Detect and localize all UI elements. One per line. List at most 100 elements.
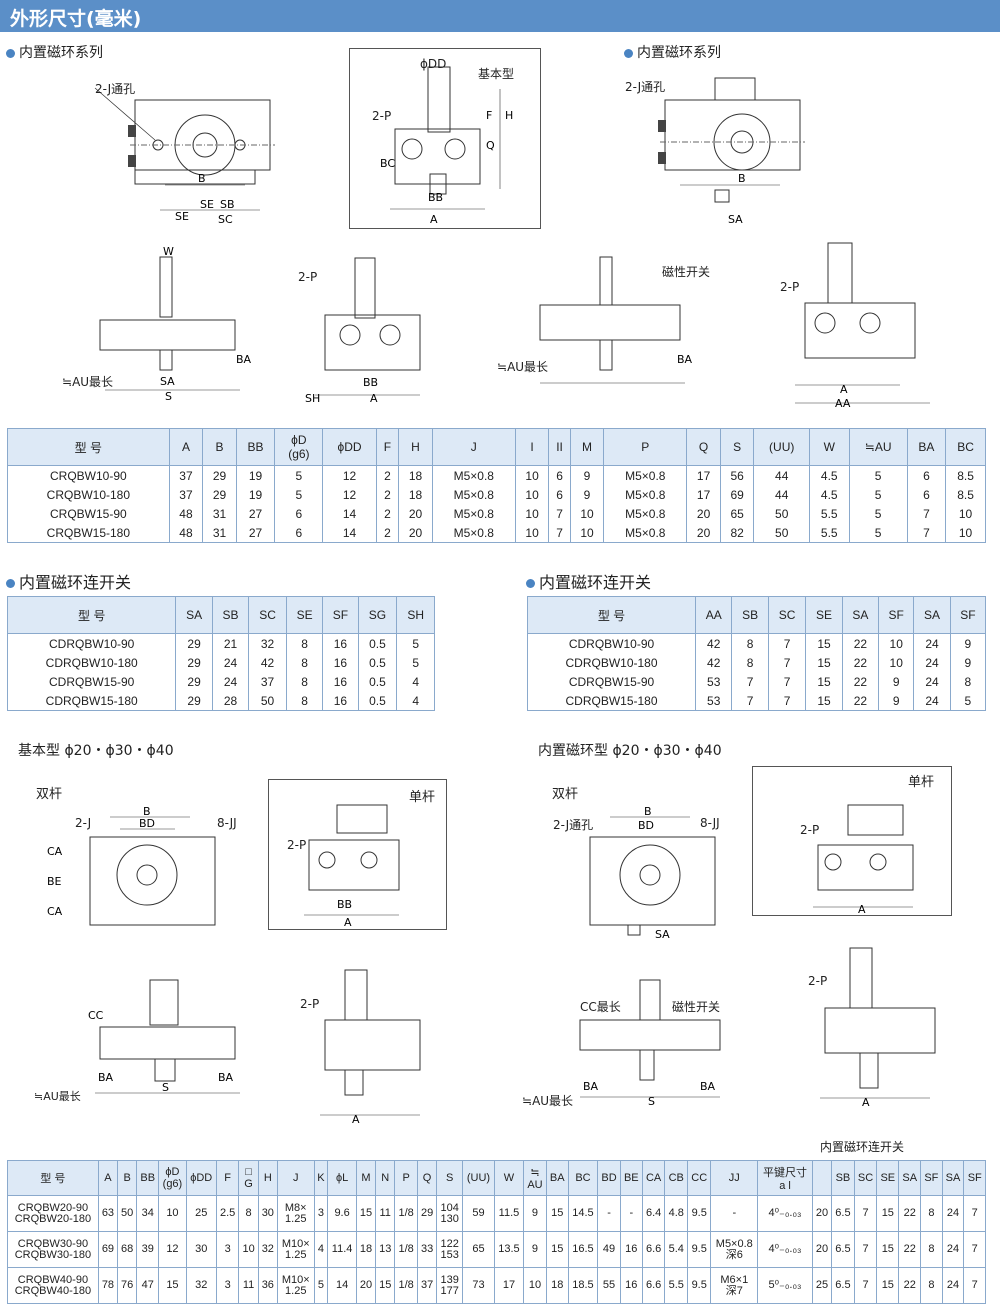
table-cell: 33	[416, 1231, 438, 1268]
table-cell: 11.4	[327, 1231, 357, 1268]
table-header-cell: (UU)	[753, 428, 810, 466]
table-cell: 11	[238, 1267, 259, 1304]
drawing-top-view: B SE SE SB SC	[94, 87, 275, 226]
table-cell: 7	[767, 653, 807, 672]
table-header-cell: II	[548, 428, 571, 466]
drawing-single-side: A BB	[304, 804, 400, 929]
drawing-mag-top: B BD SA	[589, 805, 716, 940]
table-cell: 18	[398, 485, 433, 504]
table-cell: 17	[686, 465, 721, 485]
jj-label: 8-JJ	[700, 816, 720, 830]
table-header-cell: (UU)	[462, 1160, 495, 1196]
table-header-cell: SG	[357, 596, 398, 634]
table-cell: M5×0.8	[431, 523, 516, 543]
dim-b: B	[738, 172, 746, 185]
table-cell: 7	[963, 1231, 986, 1268]
table-cell: 24	[211, 653, 250, 672]
table-cell: 8	[285, 672, 324, 691]
bullet-icon	[6, 579, 15, 588]
table-cell: 9	[878, 691, 915, 711]
table-cell: 3	[215, 1231, 240, 1268]
table-header-cell: SB	[211, 596, 250, 634]
table-cell: 15	[805, 653, 843, 672]
table-header-cell: SC	[767, 596, 807, 634]
table-cell: 2	[375, 465, 400, 485]
table-cell: 12	[158, 1231, 187, 1268]
dim-bc: BC	[380, 157, 395, 170]
hole-label: 2-J通孔	[625, 80, 666, 94]
table-cell: 24	[913, 691, 951, 711]
table-cell: 24	[913, 633, 951, 653]
table-header-cell: P	[603, 428, 688, 466]
table-cell: 4	[396, 672, 435, 691]
table-header-cell: S	[719, 428, 755, 466]
table-cell: 4.8	[664, 1195, 689, 1232]
table-cell: 9.6	[327, 1195, 357, 1232]
double-rod-label: 双杆	[552, 787, 579, 802]
table-cell: 10	[523, 1267, 547, 1304]
table-cell: 10	[514, 504, 550, 523]
drawing-side-switch: A SH BB	[305, 257, 421, 405]
au-label: ≒AU最长	[522, 1094, 574, 1108]
table-cell: 20	[811, 1231, 833, 1268]
table-cell: 69	[97, 1231, 119, 1268]
dim-ca: CA	[47, 905, 63, 918]
dim-be: BE	[47, 875, 62, 888]
table-header-cell: SF	[920, 1160, 943, 1196]
table-cell: 16	[619, 1231, 643, 1268]
table-cell: M5×0.8	[431, 504, 516, 523]
drawing-basic-side: A BB F Q H BC	[380, 66, 513, 226]
table-cell: 42	[248, 653, 287, 672]
drawing-mag-front: S BA BA	[579, 979, 721, 1108]
table-cell: 29	[202, 485, 237, 504]
table-header-cell: A	[168, 428, 204, 466]
table-cell: 18	[355, 1231, 377, 1268]
table-cell: 68	[117, 1231, 138, 1268]
table-cell: 19	[235, 485, 276, 504]
bullet-icon	[624, 48, 633, 58]
table-cell: 18.5	[567, 1267, 599, 1304]
table-header-cell: CA	[641, 1160, 666, 1196]
table-cell: 20	[686, 523, 721, 543]
table-cell: 5	[848, 504, 908, 523]
table-cell: 7	[853, 1231, 878, 1268]
table-cell: M10×1.25	[276, 1231, 315, 1268]
table-cell: 24	[941, 1267, 965, 1304]
dim-bb: BB	[428, 191, 443, 204]
table-cell: 12	[322, 465, 377, 485]
dim-cc: CC	[88, 1009, 104, 1022]
table-cell: 16	[619, 1267, 643, 1304]
table-cell: 10	[514, 485, 550, 504]
table-header-cell: SC	[853, 1160, 878, 1196]
table-cell: 0.5	[357, 633, 398, 653]
table-cell: 15	[876, 1195, 900, 1232]
table-cell: 36	[257, 1267, 278, 1304]
dim-sc: SC	[218, 213, 233, 226]
drawing-top-view-mag: B SA	[658, 77, 805, 226]
table-cell: 76	[117, 1267, 138, 1304]
table-cell: 55	[597, 1267, 621, 1304]
table-cell: 13	[375, 1231, 396, 1268]
dim-a: A	[344, 916, 352, 929]
table-cell: 18	[545, 1267, 569, 1304]
dim-sa: SA	[655, 928, 670, 940]
dim-bb: BB	[337, 898, 352, 911]
table-cell: 7	[767, 691, 807, 711]
table-cell: 8	[949, 672, 987, 691]
table-cell: 18	[398, 465, 433, 485]
table-cell: 14	[327, 1267, 357, 1304]
table-cell: 1/8	[394, 1267, 418, 1304]
table-cell: 73	[462, 1267, 495, 1304]
table-cell: 10	[569, 504, 605, 523]
dim-a: A	[862, 1096, 870, 1109]
